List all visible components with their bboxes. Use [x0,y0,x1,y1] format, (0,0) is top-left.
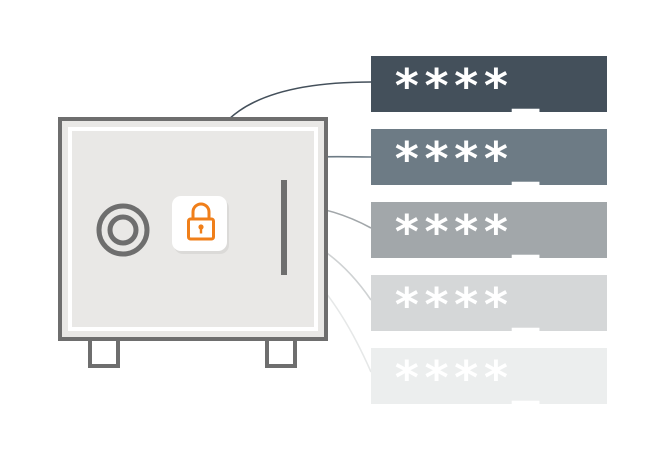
dial-icon [96,203,150,257]
password-mask: ****_ [393,205,542,259]
password-bar: ****_ [371,348,607,404]
safe-door [68,127,318,331]
lock-badge [172,196,229,254]
password-bar: ****_ [371,202,607,258]
password-bar: ****_ [371,275,607,331]
password-mask: ****_ [393,132,542,186]
password-bar: ****_ [371,129,607,185]
safe-foot-left [88,336,120,368]
padlock-icon [187,202,215,241]
password-mask: ****_ [393,278,542,332]
password-mask: ****_ [393,59,542,113]
password-mask: ****_ [393,351,542,405]
password-bar: ****_ [371,56,607,112]
safe-handle-icon [281,180,287,275]
safe-foot-right [265,336,297,368]
